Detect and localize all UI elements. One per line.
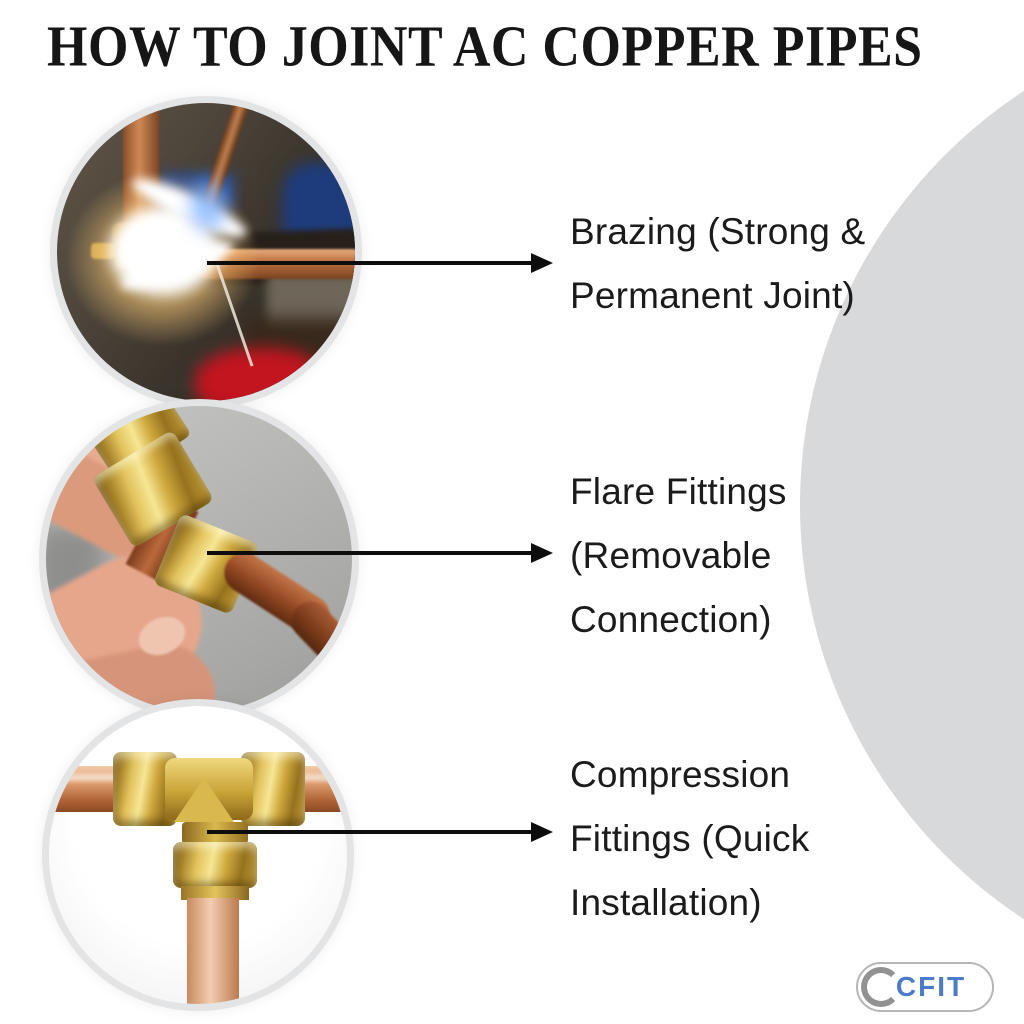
label-line: Compression bbox=[570, 754, 791, 795]
compression-fitting-photo bbox=[49, 706, 347, 1004]
label-line: Installation) bbox=[570, 882, 762, 923]
arrow-shaft bbox=[207, 261, 533, 265]
cfit-logo: CFIT bbox=[856, 962, 994, 1012]
label-line: Permanent Joint) bbox=[570, 275, 855, 316]
label-line: Brazing (Strong & bbox=[570, 211, 866, 252]
page-title: HOW TO JOINT AC COPPER PIPES bbox=[47, 15, 923, 79]
item-label-compression: Compression Fittings (Quick Installation… bbox=[570, 743, 809, 935]
flare-fitting-photo bbox=[46, 406, 352, 712]
arrow-shaft bbox=[207, 830, 533, 834]
arrowhead-icon bbox=[531, 253, 553, 273]
blue-flame bbox=[190, 181, 226, 231]
tee-body-facet bbox=[174, 778, 234, 822]
logo-c-mark-icon bbox=[861, 967, 901, 1007]
label-line: (Removable bbox=[570, 535, 772, 576]
logo-text: CFIT bbox=[895, 971, 967, 1002]
item-label-brazing: Brazing (Strong & Permanent Joint) bbox=[570, 200, 865, 328]
arrowhead-icon bbox=[531, 543, 553, 563]
compression-nut-bottom bbox=[173, 842, 257, 888]
label-line: Connection) bbox=[570, 599, 772, 640]
brazing-photo bbox=[57, 103, 355, 401]
item-label-flare: Flare Fittings (Removable Connection) bbox=[570, 460, 787, 652]
tee-branch-collar bbox=[181, 886, 249, 900]
background-circle-decoration bbox=[800, 10, 1024, 1000]
copper-pipe-vertical bbox=[187, 898, 239, 1004]
arrowhead-icon bbox=[531, 822, 553, 842]
red-object bbox=[195, 348, 327, 401]
label-line: Fittings (Quick bbox=[570, 818, 810, 859]
label-line: Flare Fittings bbox=[570, 471, 787, 512]
arrow-shaft bbox=[207, 551, 533, 555]
